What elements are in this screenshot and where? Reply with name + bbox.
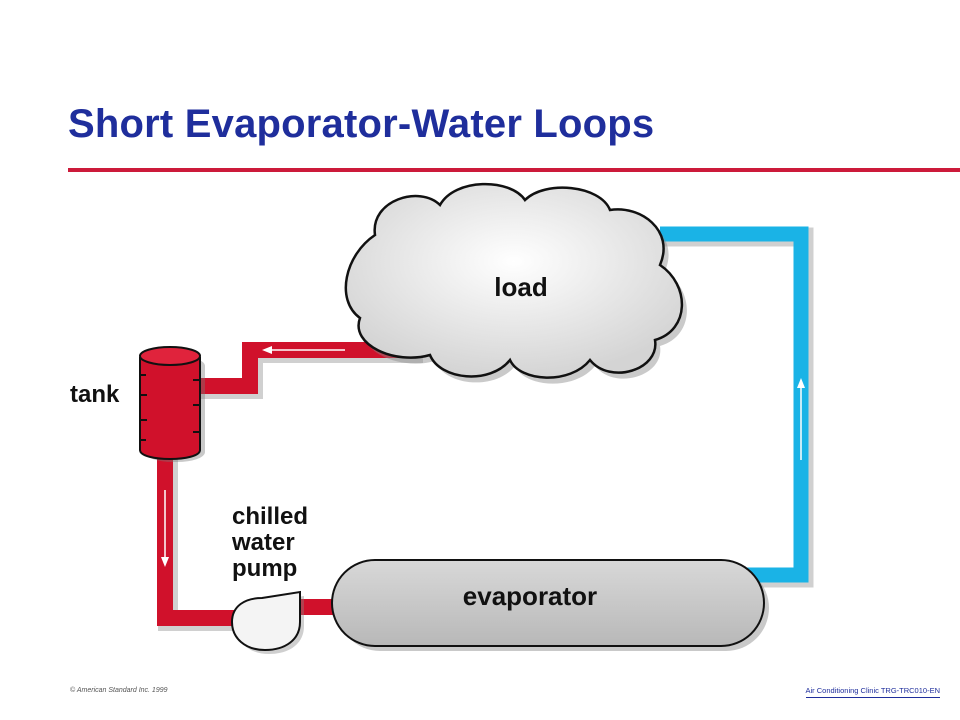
chilled-water-pump (230, 590, 304, 654)
title-underline (68, 168, 960, 172)
tank-label: tank (70, 381, 120, 408)
evaporator-label: evaporator (463, 581, 597, 611)
copyright-text: © American Standard Inc. 1999 (70, 687, 168, 694)
return-pipe (660, 226, 814, 588)
pump-label-line2: water (231, 529, 295, 556)
load-label: load (494, 272, 547, 302)
pump-label-line1: chilled (232, 503, 308, 530)
pump-label-line3: pump (232, 555, 297, 582)
slide-title: Short Evaporator-Water Loops (68, 102, 655, 146)
flow-arrowhead-up (797, 378, 805, 388)
flow-arrowhead-left (262, 346, 272, 354)
load-cloud (344, 182, 687, 384)
flow-arrowhead-down (161, 557, 169, 567)
tank (139, 346, 205, 462)
evaporator (331, 559, 769, 651)
course-reference: Air Conditioning Clinic TRG-TRC010-EN (805, 686, 940, 698)
